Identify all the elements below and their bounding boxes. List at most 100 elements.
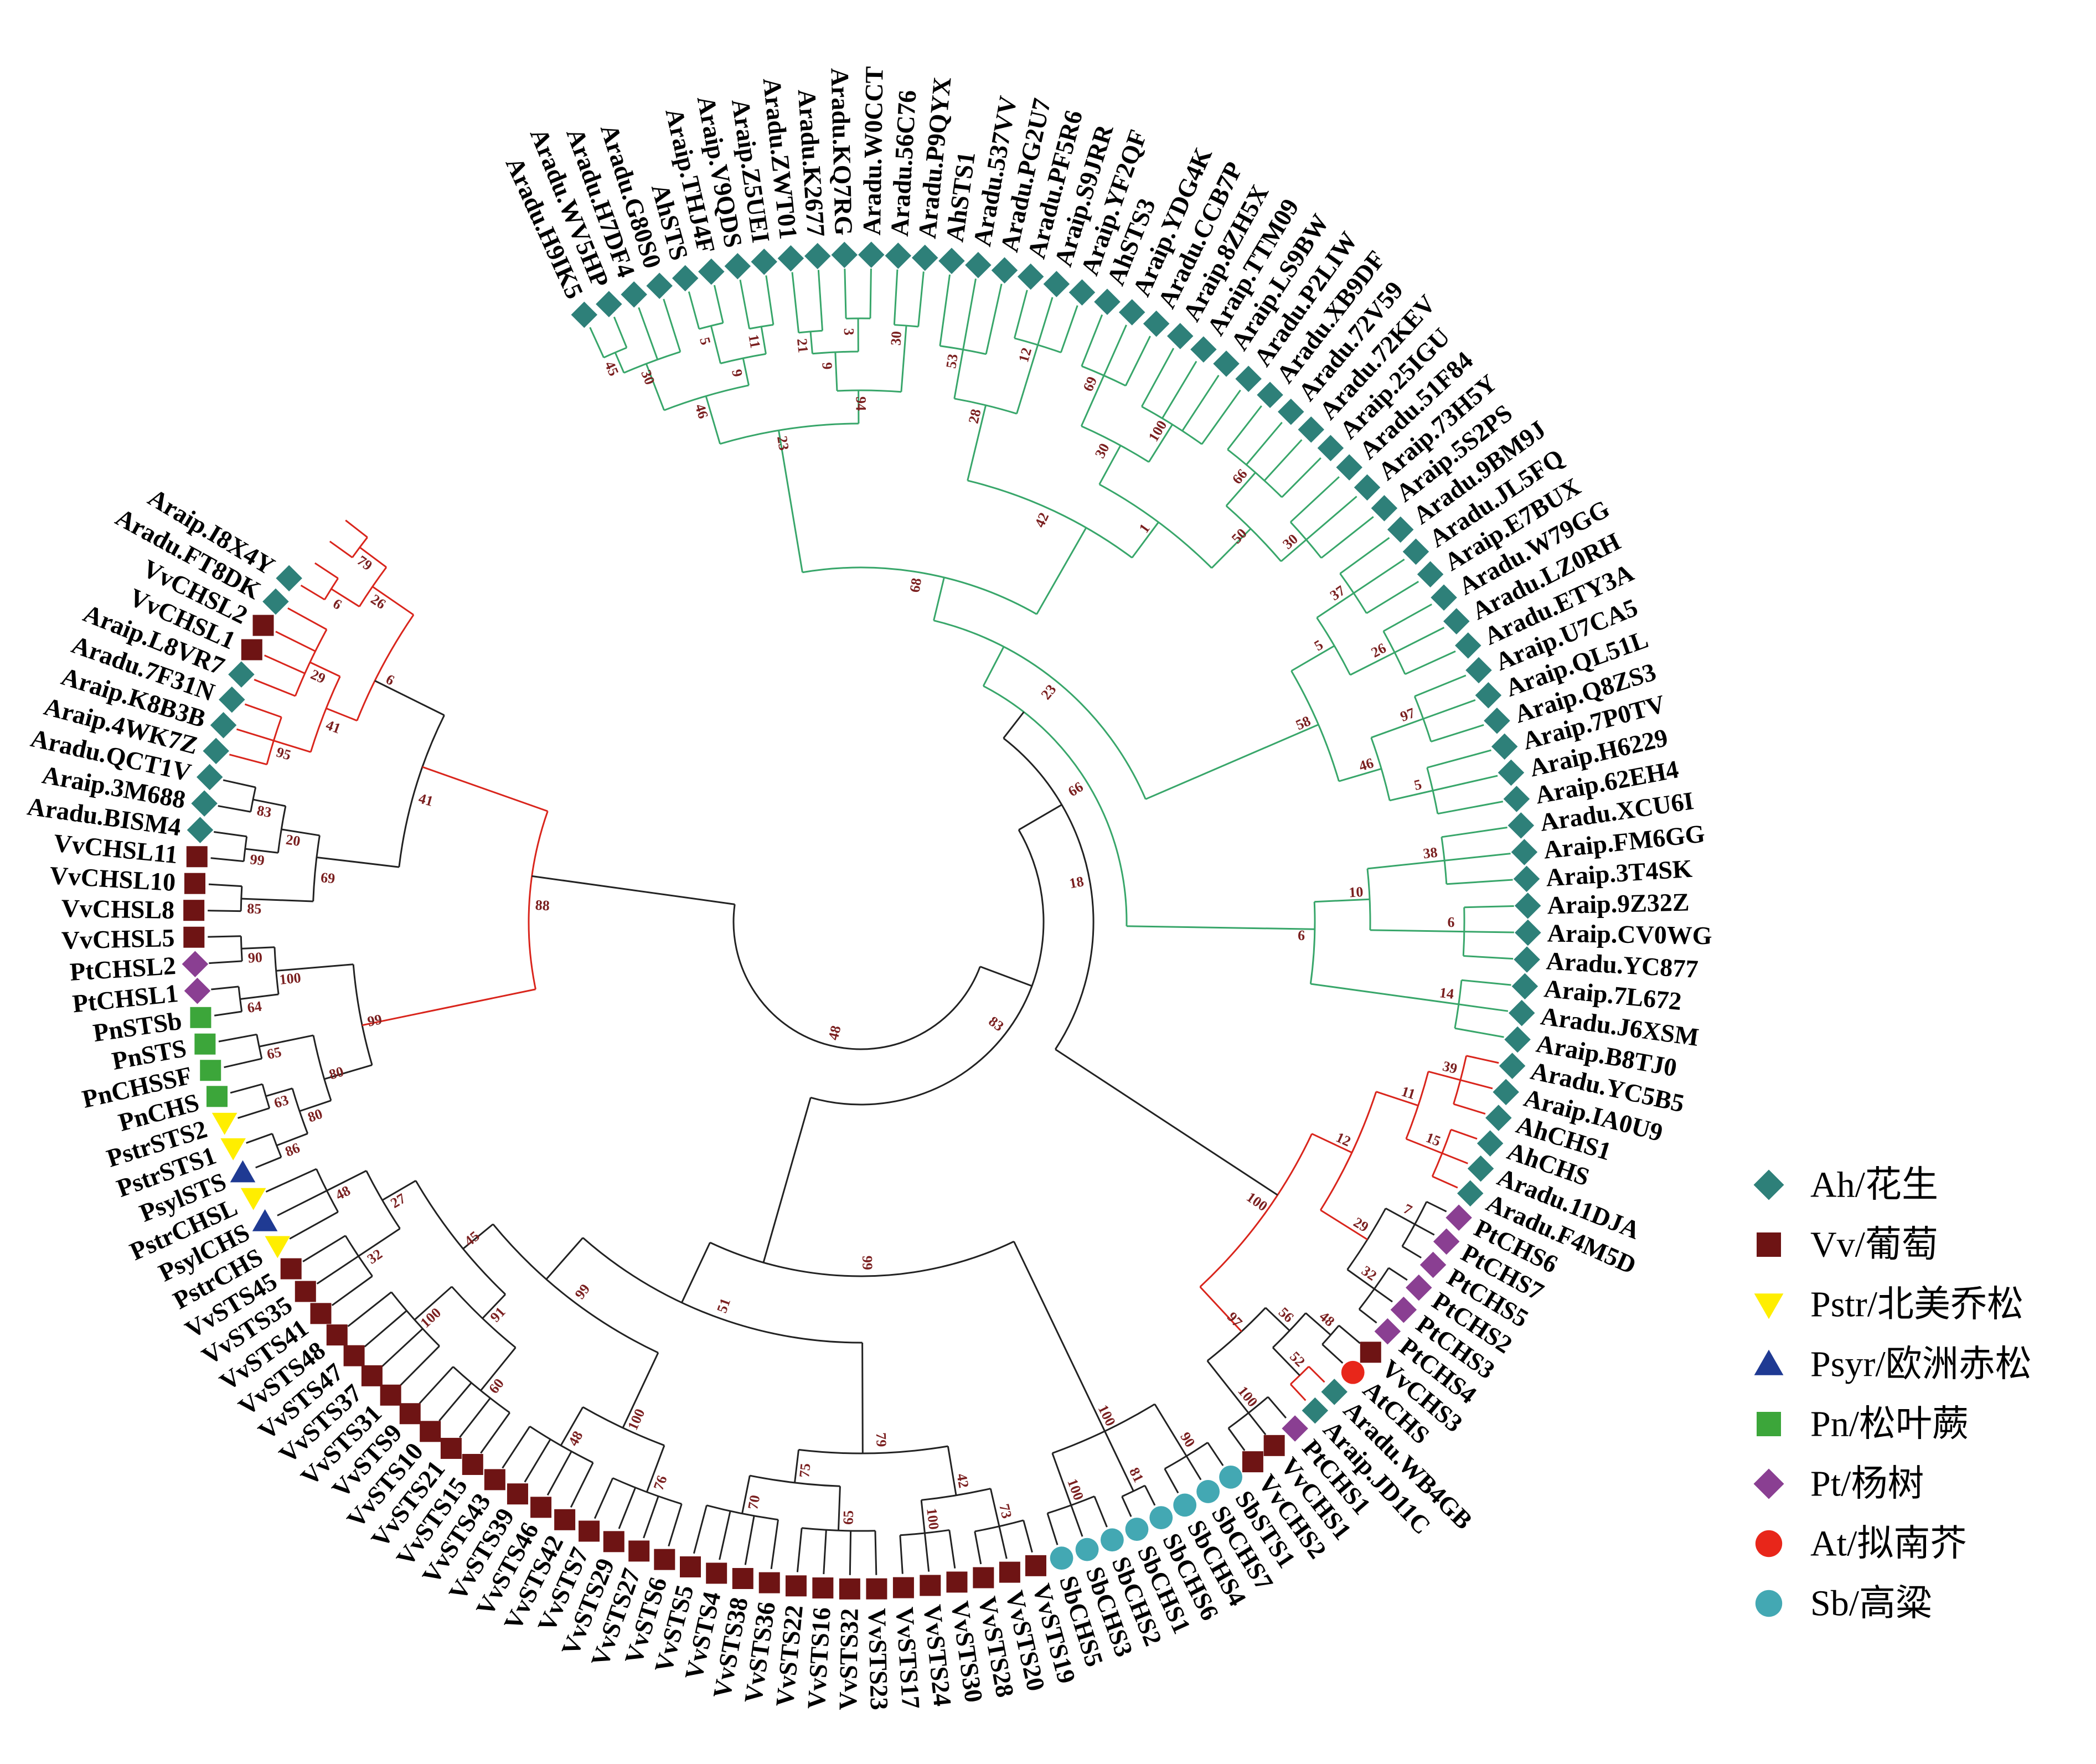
tree-branch [1225, 472, 1256, 507]
leaf-marker [1465, 657, 1492, 684]
tree-branch [844, 269, 847, 319]
tree-branch [1227, 1427, 1246, 1451]
tree-branch [1414, 674, 1467, 698]
tree-branch [974, 1531, 982, 1565]
leaf-marker [462, 1453, 483, 1475]
leaf-label: VvSTS23 [863, 1608, 894, 1710]
leaf-marker [1443, 608, 1470, 635]
leaf-marker [326, 1324, 348, 1346]
legend-label: Ah/花生 [1810, 1165, 1938, 1205]
tree-branch [1450, 1128, 1478, 1140]
leaf-marker [1336, 454, 1362, 481]
tree-branch [381, 1328, 424, 1367]
tree-branch [259, 1034, 314, 1048]
legend-label: Vv/葡萄 [1810, 1225, 1938, 1265]
leaf-label: Araip.CV0WG [1547, 919, 1712, 950]
tree-branch [502, 1426, 531, 1469]
leaf-marker [654, 1549, 675, 1570]
leaf-marker [785, 1575, 807, 1597]
leaf-label: Aradu.W0CCT [858, 66, 889, 235]
tree-branch [381, 1180, 416, 1201]
leaf-label: PtCHSL2 [69, 951, 177, 986]
tree-branch [948, 1530, 956, 1569]
tree-branch [719, 1510, 731, 1560]
leaf-marker [1504, 1026, 1531, 1053]
bootstrap-label: 65 [840, 1510, 856, 1525]
leaf-marker [183, 900, 205, 921]
leaf-marker [1508, 999, 1535, 1027]
legend-marker-pstr [1754, 1293, 1784, 1319]
tree-branch [359, 546, 387, 568]
tree-branch [1206, 1360, 1250, 1414]
leaf-marker [1484, 708, 1510, 734]
leaf-marker [484, 1469, 505, 1490]
leaf-marker [1493, 1079, 1519, 1106]
bootstrap-label: 42 [953, 1472, 972, 1489]
tree-branch [419, 1366, 454, 1404]
bootstrap-label: 66 [1229, 466, 1251, 487]
legend-label: Sb/高粱 [1810, 1584, 1932, 1624]
tree-branch [302, 1235, 346, 1262]
tree-branch [953, 349, 964, 399]
leaf-label: VvSTS16 [802, 1607, 835, 1710]
tree-branch [869, 269, 872, 319]
tree-branch [329, 540, 353, 559]
tree-branch [1414, 1223, 1435, 1236]
tree-branch [834, 352, 838, 391]
tree-branch [765, 275, 775, 325]
tree-branch [874, 1530, 877, 1575]
leaf-marker [1017, 263, 1044, 290]
tree-branch [275, 631, 316, 652]
leaf-marker [1025, 1555, 1046, 1576]
bootstrap-label: 100 [1064, 1477, 1087, 1503]
bootstrap-label: 12 [1334, 1129, 1354, 1149]
legend-marker-at [1755, 1530, 1783, 1557]
tree-branch [982, 646, 1005, 687]
tree-branch [618, 1487, 637, 1529]
leaf-marker [219, 686, 245, 713]
tree-branch [241, 946, 275, 950]
leaf-marker [1387, 516, 1414, 543]
tree-branch [1023, 1520, 1033, 1553]
tree-branch [893, 269, 899, 325]
legend-marker-pt [1753, 1468, 1784, 1499]
tree-branch [462, 1223, 494, 1250]
leaf-label: VvCHSL8 [61, 894, 174, 925]
leaf-marker [777, 245, 804, 272]
tree-arc [352, 964, 373, 1066]
bootstrap-label: 46 [692, 402, 711, 420]
bootstrap-label: 20 [285, 832, 302, 849]
tree-branch [1346, 1268, 1375, 1290]
leaf-marker [186, 846, 208, 868]
leaf-marker [1417, 561, 1444, 588]
leaf-marker [812, 1577, 834, 1599]
tree-arc [1003, 737, 1095, 1050]
leaf-marker [276, 565, 302, 592]
bootstrap-label: 58 [1293, 713, 1313, 733]
tree-branch [1370, 929, 1464, 933]
leaf-marker [1068, 279, 1096, 306]
tree-branch [1374, 1288, 1393, 1303]
tree-branch [985, 283, 1003, 354]
bootstrap-label: 99 [859, 1256, 875, 1271]
bootstrap-label: 65 [265, 1044, 283, 1062]
leaf-marker [999, 1561, 1020, 1583]
leaf-marker [1508, 812, 1535, 839]
tree-branch [1367, 859, 1445, 870]
legend-marker-vv [1757, 1232, 1781, 1257]
leaf-marker [911, 244, 938, 271]
leaf-marker [196, 764, 223, 791]
tree-arc [810, 829, 1045, 1106]
leaf-marker [1354, 474, 1381, 501]
tree-branch [1098, 445, 1122, 485]
tree-arc [933, 620, 1147, 800]
bootstrap-label: 48 [825, 1024, 844, 1041]
tree-arc [312, 1035, 332, 1101]
tree-branch [739, 280, 751, 329]
tree-branch [208, 935, 241, 938]
tree-branch [1037, 297, 1054, 345]
tree-branch [1466, 1055, 1499, 1064]
leaf-label: VvCHSL5 [61, 924, 175, 955]
leaf-marker [680, 1556, 701, 1577]
